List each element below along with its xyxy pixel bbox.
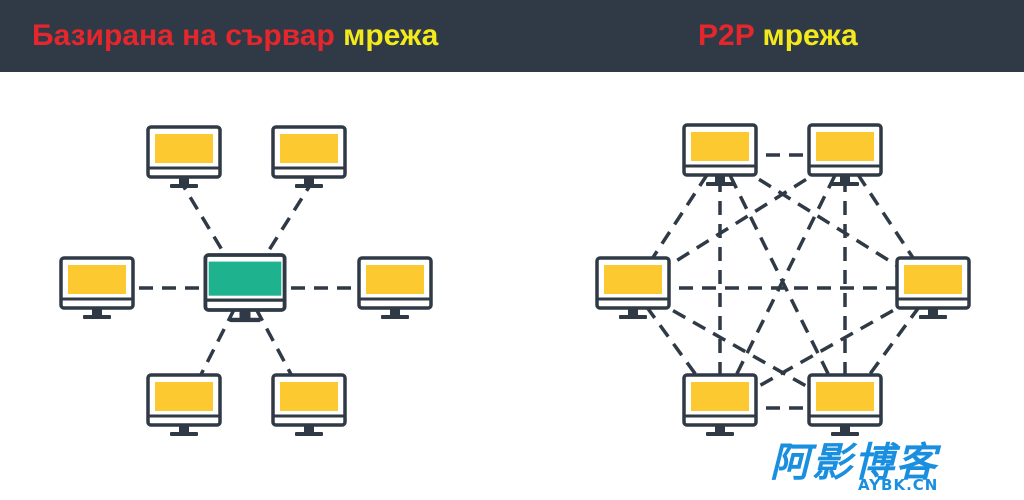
p2p-link: [631, 154, 722, 289]
watermark-brand-cn: 阿影博客: [770, 440, 938, 486]
p2p-link: [719, 286, 934, 410]
peer-monitor-icon: [595, 256, 671, 321]
server-monitor-icon: [203, 253, 287, 325]
client-monitor-icon: [357, 256, 433, 321]
peer-monitor-icon: [682, 123, 758, 188]
p2p-link: [843, 154, 935, 289]
p2p-network-title: P2P мрежа: [698, 16, 858, 56]
watermark-brand-en: AYBK.CN: [858, 476, 939, 494]
client-monitor-icon: [146, 373, 222, 438]
client-monitor-icon: [146, 125, 222, 190]
link-server-topleft: [182, 186, 247, 289]
watermark-logo: 阿影博客 AYBK.CN: [770, 436, 1010, 496]
p2p-network-title-network: мрежа: [762, 19, 858, 52]
peer-monitor-icon: [682, 373, 758, 438]
p2p-link: [632, 286, 846, 410]
client-monitor-icon: [271, 125, 347, 190]
p2p-network-title-main: P2P: [698, 19, 755, 52]
server-network-title: Базирана на сървар мрежа: [32, 16, 438, 56]
p2p-link: [718, 154, 847, 409]
client-monitor-icon: [271, 373, 347, 438]
server-network-title-main: Базирана на сървар: [32, 19, 335, 52]
link-server-topright: [243, 186, 311, 289]
peer-monitor-icon: [895, 256, 971, 321]
header-bar: [0, 0, 1024, 72]
p2p-network-links: [631, 153, 935, 410]
client-monitor-icon: [59, 256, 135, 321]
server-network-title-network: мрежа: [343, 19, 439, 52]
peer-monitor-icon: [807, 373, 883, 438]
peer-monitor-icon: [807, 123, 883, 188]
